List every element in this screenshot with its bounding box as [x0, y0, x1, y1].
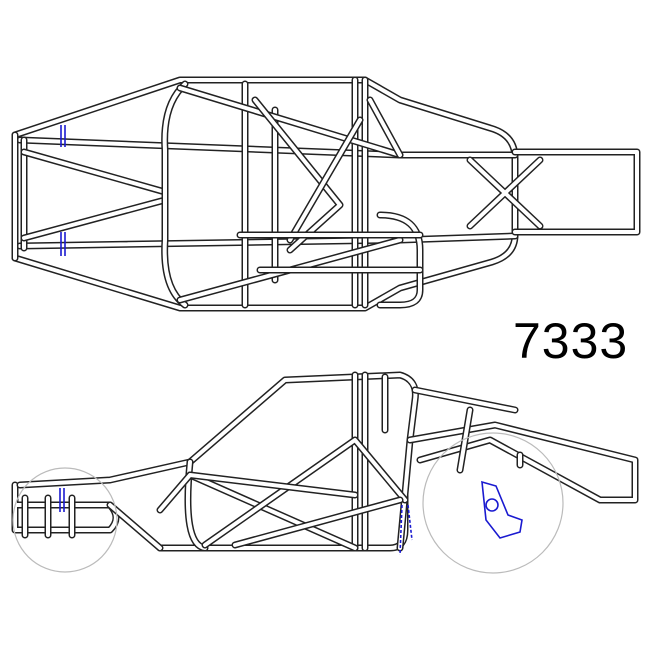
top-nose-v-tube-core — [22, 150, 167, 240]
side-diag-2-tube-core — [203, 438, 407, 547]
side-rear-arm-tube-core — [408, 423, 637, 502]
side-diag-4-tube-core — [158, 473, 357, 512]
wheels — [12, 432, 564, 574]
top-nose-tube-core — [13, 133, 26, 260]
top-diag-4-tube-core — [288, 118, 362, 242]
side-diag-3-tube-core — [233, 498, 402, 547]
front-bracket-side — [59, 488, 65, 512]
top-nose-v-tube — [20, 148, 169, 242]
side-diag-1-tube-core — [188, 473, 357, 550]
side-rear-strut-tube-core — [458, 408, 522, 472]
rear-pickup-dashed — [399, 504, 413, 556]
side-front-tabs-tube-core — [23, 496, 74, 537]
front-bracket-top-1 — [60, 125, 66, 147]
top-front-hoop-tube-core — [162, 82, 187, 307]
top-diag-1-tube-core — [178, 86, 402, 157]
rear-trailing-arm-bracket — [481, 480, 523, 539]
frame-tubes — [11, 76, 641, 552]
rear-wheel — [422, 432, 564, 574]
side-lower-rail-tube-core — [108, 503, 162, 550]
front-bracket-top-2 — [60, 232, 66, 256]
side-roof-tube-core — [188, 373, 418, 550]
side-front-upper-tube-core — [18, 460, 192, 487]
drawing-number: 7333 — [513, 313, 629, 369]
top-outline-tube-core — [13, 78, 517, 310]
side-front-box-tube — [11, 481, 120, 534]
blue-brackets — [59, 125, 523, 556]
top-rear-box-tube-core — [513, 150, 639, 234]
top-diag-5-tube-core — [368, 98, 402, 157]
top-rear-x-tube-core — [468, 158, 542, 228]
bracket-hole — [485, 498, 499, 512]
side-rear-upper-tube-core — [413, 388, 517, 412]
front-wheel — [12, 467, 118, 573]
